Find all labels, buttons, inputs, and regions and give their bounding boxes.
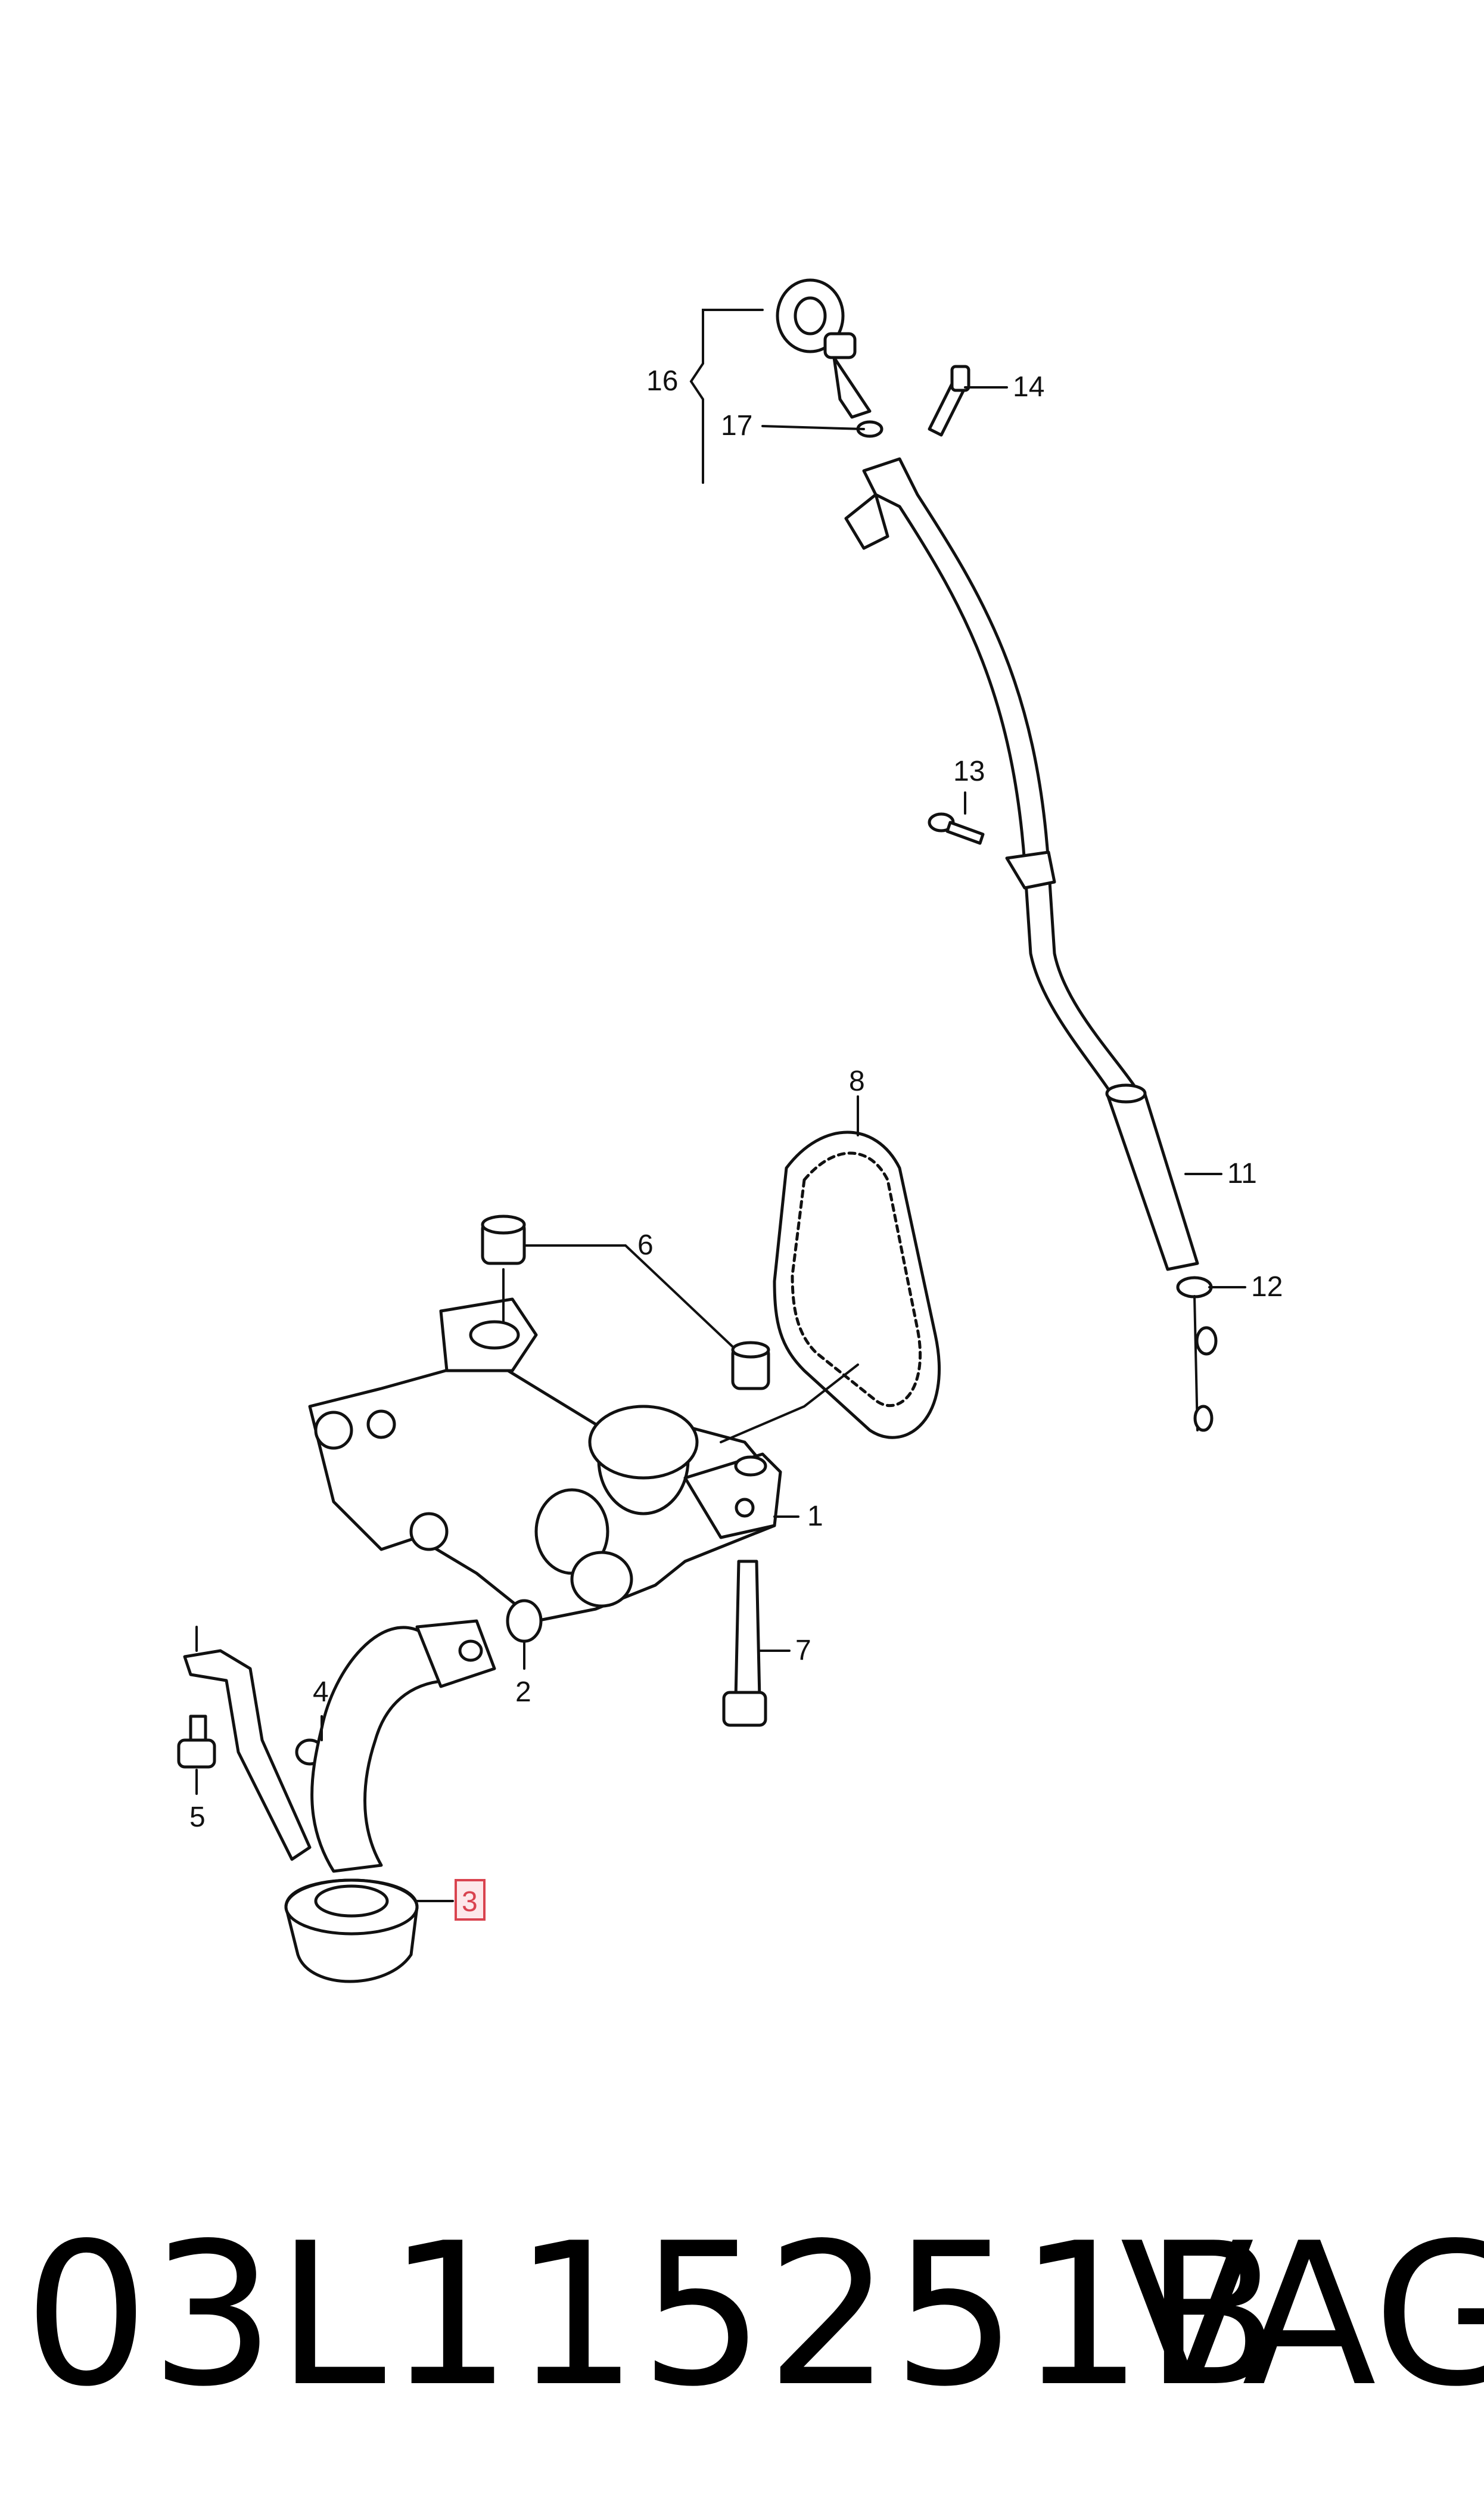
- callout-5: 5: [189, 1801, 206, 1833]
- callout-labels: 16 17 14 13 11 12 8 6 1 7 2 4 5 3: [189, 365, 1283, 1921]
- brand-caption: VAG: [1120, 2201, 1484, 2430]
- part-number-caption: 03L115251B: [24, 2201, 1281, 2430]
- callout-4: 4: [313, 1676, 329, 1708]
- sleeve-lower: [731, 1341, 770, 1390]
- bolt-7: [722, 1560, 767, 1727]
- callout-12: 12: [1251, 1271, 1283, 1303]
- o-ring: [506, 1599, 543, 1643]
- callout-17: 17: [721, 410, 752, 442]
- toothed-belt: [773, 1130, 941, 1439]
- dipstick-handle: [776, 278, 872, 419]
- dipstick-lower-tube: [1105, 1083, 1199, 1271]
- callout-6: 6: [637, 1229, 654, 1261]
- bolt-5: [177, 1714, 216, 1769]
- bolt-13: [928, 812, 985, 845]
- callout-3: 3: [462, 1886, 478, 1918]
- oil-pump-housing: [308, 1297, 782, 1623]
- highlight-box-3: [455, 1879, 486, 1921]
- callout-13: 13: [953, 756, 985, 787]
- sprocket: [588, 1405, 699, 1480]
- callout-11: 11: [1227, 1158, 1257, 1189]
- exploded-parts-diagram: 16 17 14 13 11 12 8 6 1 7 2 4 5 3: [177, 278, 1283, 1983]
- callout-7: 7: [795, 1635, 811, 1666]
- bolt-14: [928, 365, 970, 437]
- dipstick-rod-end: [1193, 1295, 1218, 1432]
- callout-14: 14: [1013, 371, 1044, 403]
- callout-2: 2: [515, 1676, 531, 1708]
- dipstick-guide-tube: [844, 457, 1146, 1110]
- sleeve-upper: [481, 1215, 526, 1265]
- callout-8: 8: [849, 1066, 865, 1097]
- dipstick-lower-o-ring: [1176, 1276, 1213, 1299]
- callout-1: 1: [807, 1501, 823, 1532]
- callout-16: 16: [646, 365, 678, 397]
- leader-lines: [195, 309, 1246, 1902]
- suction-pipe: [183, 1619, 496, 1983]
